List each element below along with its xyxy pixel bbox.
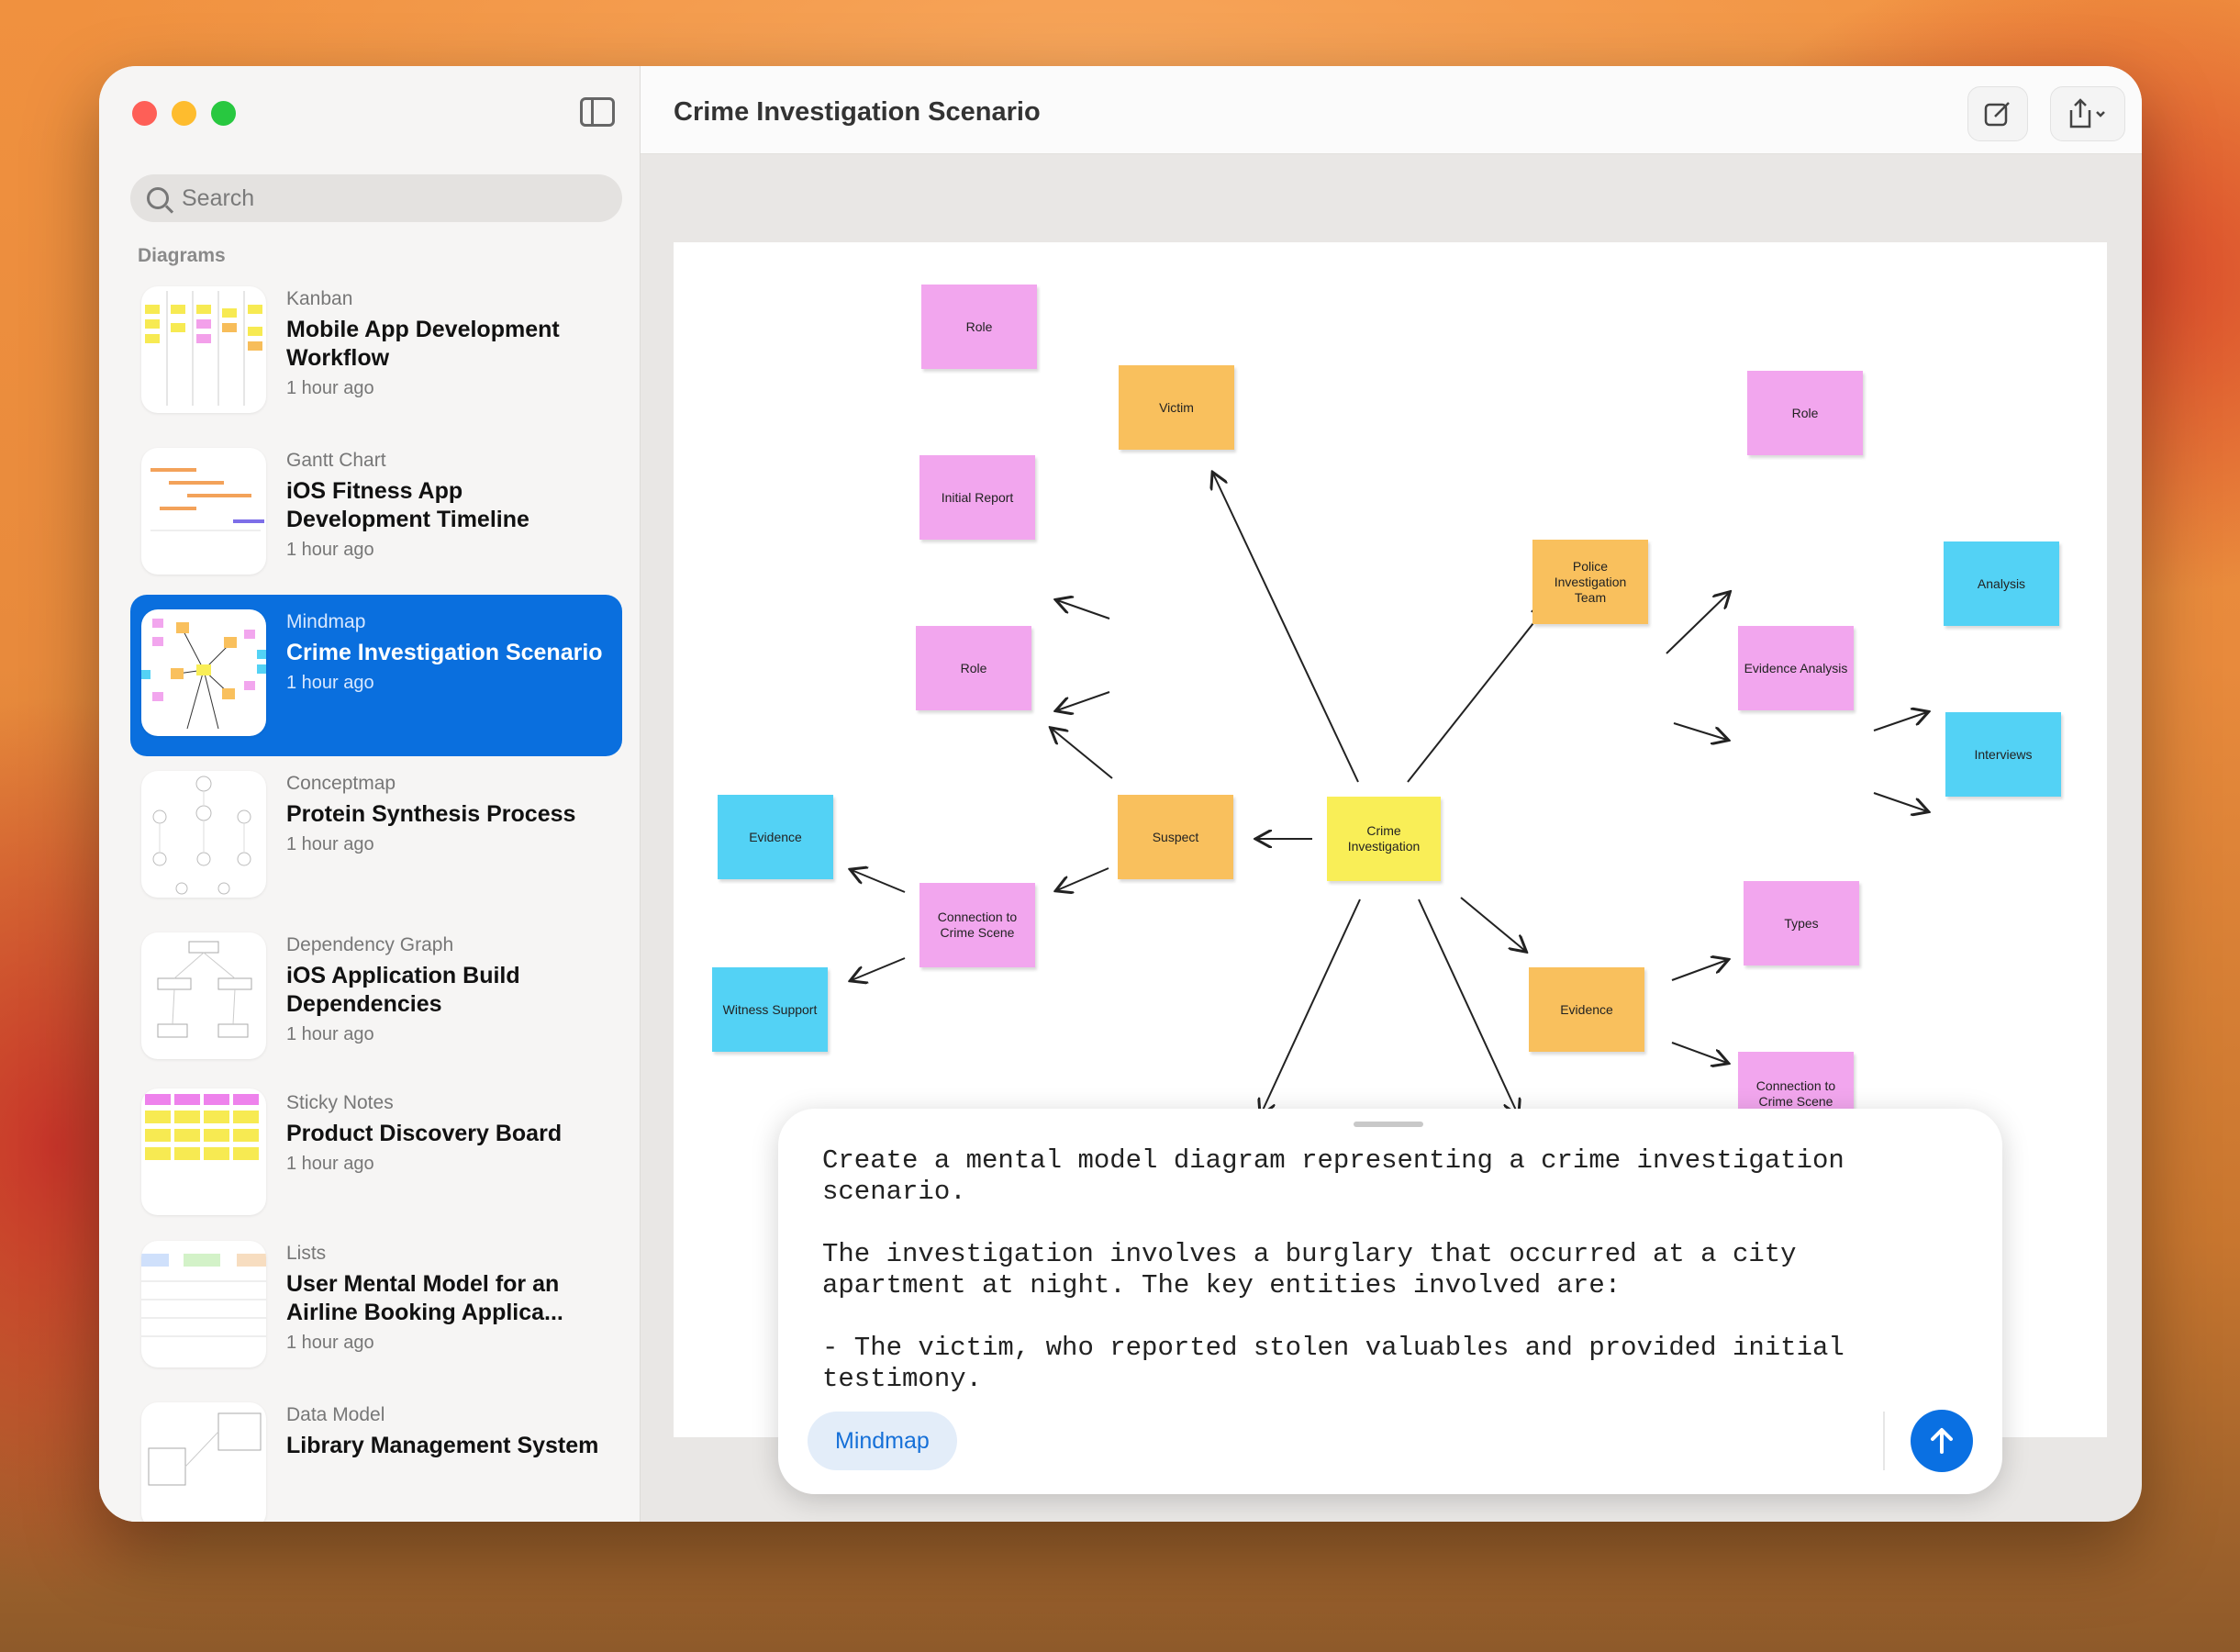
- lists-thumbnail-graphic: [141, 1254, 266, 1337]
- item-meta: Kanban Mobile App Development Workflow 1…: [286, 288, 613, 399]
- item-kind: Kanban: [286, 288, 353, 309]
- search-placeholder: Search: [182, 184, 255, 211]
- node-initial-report[interactable]: Initial Report: [919, 455, 1035, 540]
- arrow-up-icon: [1931, 1428, 1953, 1454]
- item-title: Mobile App Development Workflow: [286, 317, 560, 371]
- diagram-list: Kanban Mobile App Development Workflow 1…: [130, 272, 622, 1522]
- gantt-thumbnail-graphic: [150, 468, 264, 531]
- item-meta: Mindmap Crime Investigation Scenario 1 h…: [286, 611, 613, 694]
- node-police-team[interactable]: Police Investigation Team: [1532, 540, 1648, 624]
- item-time: 1 hour ago: [286, 834, 374, 854]
- node-analysis[interactable]: Analysis: [1944, 541, 2059, 626]
- diagram-connectors: [674, 242, 2107, 1437]
- item-kind: Dependency Graph: [286, 934, 454, 955]
- sticky-notes-thumbnail-graphic: [145, 1094, 259, 1160]
- window-controls: [132, 101, 236, 126]
- minimize-window-button[interactable]: [172, 101, 196, 126]
- node-victim-role[interactable]: Role: [921, 285, 1037, 369]
- app-window: Search Diagrams Kanban Mobile App Develo…: [99, 66, 2142, 1522]
- item-title: Product Discovery Board: [286, 1121, 563, 1146]
- main-area: Crime Investigation Scenario: [641, 66, 2142, 1522]
- node-suspect[interactable]: Suspect: [1118, 795, 1233, 879]
- kanban-thumbnail-graphic: [145, 291, 262, 406]
- item-title: Crime Investigation Scenario: [286, 640, 603, 665]
- list-item[interactable]: Dependency Graph iOS Application Build D…: [130, 918, 622, 1079]
- list-item[interactable]: Conceptmap Protein Synthesis Process 1 h…: [130, 756, 622, 918]
- data-model-thumbnail-graphic: [148, 1412, 262, 1486]
- node-types[interactable]: Types: [1744, 881, 1859, 966]
- item-title: iOS Fitness App Development Timeline: [286, 478, 529, 532]
- mindmap-thumbnail-graphic: [141, 619, 266, 730]
- node-evidence-blue[interactable]: Evidence: [718, 795, 833, 879]
- sidebar: Search Diagrams Kanban Mobile App Develo…: [99, 66, 641, 1522]
- item-meta: Sticky Notes Product Discovery Board 1 h…: [286, 1092, 613, 1175]
- share-icon: [2069, 98, 2105, 128]
- node-witness-support[interactable]: Witness Support: [712, 967, 828, 1052]
- kanban-thumbnail: [141, 286, 266, 413]
- divider: [1883, 1412, 1885, 1470]
- drag-handle[interactable]: [1354, 1122, 1423, 1127]
- item-title: User Mental Model for an Airline Booking…: [286, 1271, 563, 1325]
- document-title: Crime Investigation Scenario: [674, 97, 1041, 127]
- search-icon: [147, 187, 169, 209]
- item-meta: Dependency Graph iOS Application Build D…: [286, 934, 613, 1045]
- lists-thumbnail: [141, 1241, 266, 1367]
- node-interviews[interactable]: Interviews: [1945, 712, 2061, 797]
- item-kind: Conceptmap: [286, 773, 396, 794]
- item-meta: Gantt Chart iOS Fitness App Development …: [286, 450, 613, 561]
- item-title: Protein Synthesis Process: [286, 801, 576, 827]
- list-item[interactable]: Gantt Chart iOS Fitness App Development …: [130, 433, 622, 595]
- search-input[interactable]: Search: [130, 174, 622, 222]
- node-connection[interactable]: Connection to Crime Scene: [919, 883, 1035, 967]
- list-item[interactable]: Sticky Notes Product Discovery Board 1 h…: [130, 1079, 622, 1226]
- item-time: 1 hour ago: [286, 673, 374, 693]
- node-police-role[interactable]: Role: [1747, 371, 1863, 455]
- item-kind: Data Model: [286, 1404, 385, 1425]
- gantt-thumbnail: [141, 448, 266, 575]
- mindmap-thumbnail: [141, 609, 266, 736]
- node-evidence-analysis[interactable]: Evidence Analysis: [1738, 626, 1854, 710]
- item-time: 1 hour ago: [286, 378, 374, 398]
- node-victim[interactable]: Victim: [1119, 365, 1234, 450]
- list-item[interactable]: Kanban Mobile App Development Workflow 1…: [130, 272, 622, 433]
- data-model-thumbnail: [141, 1402, 266, 1522]
- node-evidence[interactable]: Evidence: [1529, 967, 1644, 1052]
- compose-icon: [1984, 102, 2010, 127]
- item-title: iOS Application Build Dependencies: [286, 963, 520, 1017]
- node-center[interactable]: Crime Investigation: [1327, 797, 1441, 881]
- zoom-window-button[interactable]: [211, 101, 236, 126]
- dependency-thumbnail-graphic: [157, 941, 252, 1038]
- item-kind: Sticky Notes: [286, 1092, 394, 1113]
- title-bar: Crime Investigation Scenario: [641, 66, 2142, 154]
- item-title: Library Management System: [286, 1433, 599, 1458]
- item-meta: Lists User Mental Model for an Airline B…: [286, 1243, 613, 1354]
- item-kind: Mindmap: [286, 611, 366, 632]
- item-kind: Lists: [286, 1243, 327, 1264]
- conceptmap-thumbnail-graphic: [152, 776, 251, 895]
- share-button[interactable]: [2050, 86, 2125, 141]
- item-kind: Gantt Chart: [286, 450, 386, 471]
- list-item[interactable]: Data Model Library Management System: [130, 1388, 622, 1522]
- close-window-button[interactable]: [132, 101, 157, 126]
- list-item[interactable]: Lists User Mental Model for an Airline B…: [130, 1226, 622, 1388]
- item-time: 1 hour ago: [286, 1333, 374, 1353]
- node-suspect-role[interactable]: Role: [916, 626, 1031, 710]
- item-time: 1 hour ago: [286, 1024, 374, 1044]
- conceptmap-thumbnail: [141, 771, 266, 898]
- prompt-panel: Create a mental model diagram representi…: [778, 1109, 2002, 1494]
- send-button[interactable]: [1911, 1410, 1973, 1472]
- item-time: 1 hour ago: [286, 1154, 374, 1174]
- list-item-selected[interactable]: Mindmap Crime Investigation Scenario 1 h…: [130, 595, 622, 756]
- section-label: Diagrams: [138, 245, 226, 266]
- sticky-notes-thumbnail: [141, 1088, 266, 1215]
- item-time: 1 hour ago: [286, 540, 374, 560]
- dependency-thumbnail: [141, 932, 266, 1059]
- prompt-input[interactable]: Create a mental model diagram representi…: [822, 1145, 1844, 1394]
- mode-selector[interactable]: Mindmap: [808, 1412, 957, 1470]
- item-meta: Conceptmap Protein Synthesis Process 1 h…: [286, 773, 613, 855]
- compose-button[interactable]: [1967, 86, 2028, 141]
- item-meta: Data Model Library Management System: [286, 1404, 613, 1460]
- sidebar-toggle-icon[interactable]: [580, 97, 615, 127]
